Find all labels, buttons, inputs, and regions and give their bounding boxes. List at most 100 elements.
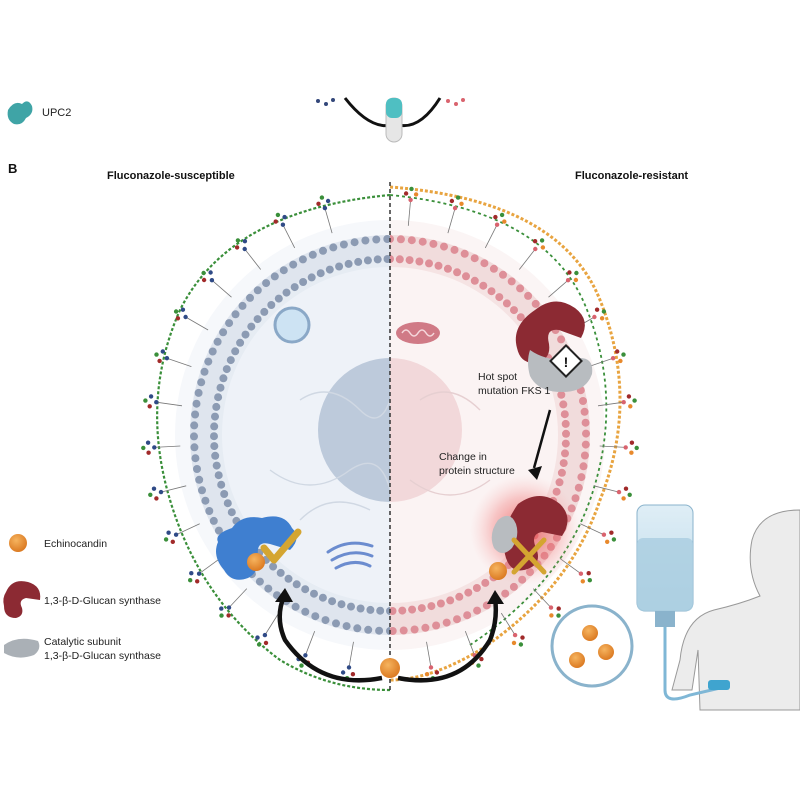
membrane-head [208, 347, 217, 356]
branch-node [599, 316, 605, 321]
membrane-head [211, 451, 220, 460]
membrane-head [363, 256, 372, 265]
branch-node [499, 212, 505, 218]
branch-stem [211, 279, 232, 298]
branch-node [183, 314, 188, 320]
membrane-head [339, 240, 348, 249]
membrane-head [561, 449, 569, 458]
membrane-head [299, 278, 308, 286]
branch-stem [518, 248, 536, 270]
membrane-head [531, 299, 540, 308]
branch-node [146, 450, 151, 455]
branch-node [158, 489, 164, 495]
membrane-head [247, 322, 256, 331]
membrane-head [481, 578, 490, 587]
branch-node [201, 270, 206, 276]
susceptible-enzyme [216, 516, 302, 580]
membrane-head [415, 257, 424, 266]
membrane-head [192, 399, 201, 408]
membrane-head [421, 623, 430, 632]
membrane-head [509, 582, 518, 591]
resistant-title: Fluconazole-resistant [575, 170, 688, 182]
membrane-head [499, 270, 507, 279]
membrane-head [198, 486, 206, 495]
branch-node [189, 571, 194, 576]
branch-node [141, 445, 146, 451]
membrane-head [574, 483, 583, 492]
membrane-head [560, 410, 569, 419]
membrane-head [581, 440, 590, 449]
membrane-head [290, 283, 299, 292]
branch-node [209, 278, 215, 283]
branch-node [578, 571, 584, 576]
membrane-head [264, 584, 273, 593]
membrane-head [328, 597, 337, 606]
drug-arrows [277, 595, 499, 683]
branch-node [282, 214, 287, 220]
branch-node [601, 309, 607, 314]
membrane-head [219, 328, 228, 337]
branch-node [626, 394, 632, 399]
branch-node [592, 314, 597, 320]
membrane-head [212, 402, 221, 411]
membrane-head [222, 365, 231, 374]
membrane-head [399, 626, 408, 635]
branch-node [520, 635, 525, 640]
membrane-head [301, 585, 310, 594]
membrane-head [390, 607, 397, 615]
branch-node [188, 578, 193, 583]
svg-text:!: ! [564, 354, 569, 370]
hotspot-line2: mutation FKS 1 [478, 385, 551, 397]
membrane-head [557, 468, 566, 477]
membrane-head [255, 577, 264, 586]
branch-stem [154, 445, 181, 448]
upc2-icon [7, 101, 33, 125]
membrane-head [507, 277, 516, 286]
membrane-head [311, 612, 320, 621]
upc2-label: UPC2 [42, 107, 71, 119]
membrane-head [301, 607, 310, 616]
branch-node [609, 530, 614, 535]
branch-node [428, 665, 434, 670]
branch-stem [324, 207, 333, 234]
membrane-head [231, 347, 240, 356]
membrane-head [190, 421, 199, 430]
branch-node [273, 219, 278, 224]
susceptible-title: Fluconazole-susceptible [107, 170, 235, 182]
legend-echinocandin: Echinocandin [44, 538, 107, 550]
membrane-head [347, 602, 355, 611]
membrane-head [282, 288, 291, 297]
branch-node [601, 532, 607, 537]
membrane-head [480, 259, 489, 268]
golgi-icon [326, 541, 374, 570]
branch-node [502, 219, 507, 224]
membrane-head [580, 407, 589, 416]
membrane-head [440, 242, 448, 251]
branch-node [151, 486, 157, 491]
membrane-head [276, 568, 285, 577]
branch-node [512, 632, 518, 638]
branch-node [319, 195, 325, 200]
membrane-head [460, 249, 469, 258]
membrane-head [516, 313, 525, 322]
membrane-head [562, 429, 570, 438]
membrane-head [310, 589, 318, 598]
branch-node [548, 605, 554, 610]
membrane-head [329, 243, 338, 252]
membrane-head [464, 588, 473, 597]
membrane-head [443, 264, 452, 273]
branch-node [409, 186, 414, 192]
membrane-head [217, 480, 226, 489]
membrane-head [479, 281, 488, 290]
membrane-head [446, 596, 455, 605]
susceptible-membrane-heads [190, 235, 390, 635]
membrane-head [344, 259, 353, 268]
membrane-head [557, 390, 566, 399]
membrane-head [325, 265, 334, 274]
membrane-head [390, 235, 394, 243]
membrane-head [555, 478, 564, 487]
membrane-head [376, 606, 385, 615]
membrane-head [298, 255, 307, 264]
branch-node [632, 398, 637, 403]
branch-node [616, 489, 622, 495]
